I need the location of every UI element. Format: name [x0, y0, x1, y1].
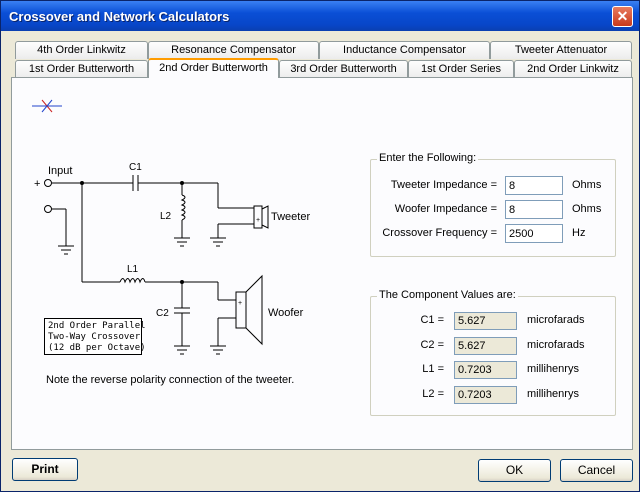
- close-icon: ✕: [616, 8, 629, 24]
- close-button[interactable]: ✕: [612, 6, 633, 27]
- woofer-impedance-label: Woofer Impedance =: [394, 203, 497, 215]
- tab-3rd-order-butterworth[interactable]: 3rd Order Butterworth: [279, 60, 408, 78]
- c1-result-label: C1 =: [420, 314, 444, 326]
- l2-result-label: L2 =: [422, 388, 444, 400]
- c2-label: C2: [156, 308, 169, 319]
- tab-1st-order-butterworth[interactable]: 1st Order Butterworth: [15, 60, 148, 78]
- crossover-frequency-unit: Hz: [572, 227, 586, 239]
- tab-2nd-order-butterworth[interactable]: 2nd Order Butterworth: [148, 58, 279, 78]
- crossover-schematic: Input + C1 L2 Tweeter L1 C2 Woofer + +: [32, 99, 310, 355]
- tweeter-plus-sign: +: [256, 217, 260, 224]
- tweeter-label: Tweeter: [271, 211, 310, 223]
- note-line: 2nd Order Parallel: [48, 321, 146, 331]
- tab-1st-order-series[interactable]: 1st Order Series: [408, 60, 514, 78]
- title-bar[interactable]: Crossover and Network Calculators ✕: [1, 1, 639, 31]
- inputs-group: Enter the Following: Tweeter Impedance =…: [370, 152, 616, 257]
- c2-result-label: C2 =: [420, 339, 444, 351]
- print-button[interactable]: Print: [12, 458, 78, 481]
- tab-2nd-order-linkwitz[interactable]: 2nd Order Linkwitz: [514, 60, 632, 78]
- tweeter-impedance-input[interactable]: [505, 176, 563, 195]
- l2-result-unit: millihenrys: [527, 388, 579, 400]
- l1-label: L1: [127, 264, 139, 275]
- crossover-frequency-input[interactable]: [505, 224, 563, 243]
- tab-4th-order-linkwitz[interactable]: 4th Order Linkwitz: [15, 41, 148, 59]
- woofer-impedance-unit: Ohms: [572, 203, 602, 215]
- crossover-logo-icon: [32, 99, 62, 113]
- input-label: Input: [48, 165, 72, 177]
- c1-label: C1: [129, 162, 142, 173]
- l1-result-label: L1 =: [422, 363, 444, 375]
- note-line: Two-Way Crossover: [48, 332, 141, 342]
- tab-resonance-compensator[interactable]: Resonance Compensator: [148, 41, 319, 59]
- note-line: (12 dB per Octave): [48, 343, 146, 353]
- c2-result-value: 5.627: [454, 337, 517, 355]
- window-title: Crossover and Network Calculators: [9, 9, 230, 24]
- polarity-note: Note the reverse polarity connection of …: [46, 374, 295, 386]
- plus-sign: +: [34, 178, 40, 190]
- c1-result-unit: microfarads: [527, 314, 585, 326]
- results-group: The Component Values are: C1 = 5.627 mic…: [370, 289, 616, 416]
- inputs-group-title: Enter the Following:: [377, 152, 479, 164]
- woofer-plus-sign: +: [238, 300, 242, 307]
- c1-result-value: 5.627: [454, 312, 517, 330]
- c2-result-unit: microfarads: [527, 339, 585, 351]
- crossover-frequency-label: Crossover Frequency =: [382, 227, 497, 239]
- ok-button[interactable]: OK: [478, 459, 551, 482]
- tab-tweeter-attenuator[interactable]: Tweeter Attenuator: [490, 41, 632, 59]
- l1-result-value: 0.7203: [454, 361, 517, 379]
- tweeter-impedance-label: Tweeter Impedance =: [390, 179, 497, 191]
- cancel-button[interactable]: Cancel: [560, 459, 633, 482]
- l2-label: L2: [160, 211, 172, 222]
- l2-result-value: 0.7203: [454, 386, 517, 404]
- tweeter-impedance-unit: Ohms: [572, 179, 602, 191]
- tab-panel: Input + C1 L2 Tweeter L1 C2 Woofer + + 2…: [11, 77, 633, 450]
- results-group-title: The Component Values are:: [377, 289, 518, 301]
- l1-result-unit: millihenrys: [527, 363, 579, 375]
- woofer-impedance-input[interactable]: [505, 200, 563, 219]
- woofer-label: Woofer: [268, 307, 304, 319]
- tab-inductance-compensator[interactable]: Inductance Compensator: [319, 41, 490, 59]
